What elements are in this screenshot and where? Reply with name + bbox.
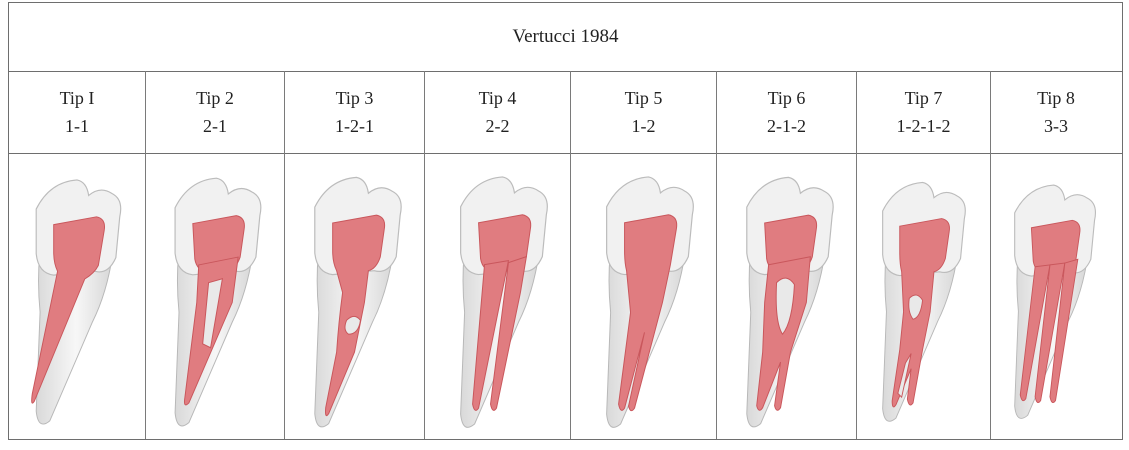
tooth-illustration <box>285 153 424 439</box>
type-code: 1-2-1-2 <box>897 112 951 140</box>
tooth-cell-2 <box>145 153 284 439</box>
type-header-3: Tip 31-2-1 <box>284 71 424 153</box>
type-code: 2-1 <box>203 112 227 140</box>
type-name: Tip 8 <box>1037 84 1075 112</box>
type-code: 1-1 <box>65 112 89 140</box>
tooth-illustration <box>425 153 570 439</box>
tooth-cell-8 <box>990 153 1121 439</box>
type-name: Tip 7 <box>905 84 943 112</box>
type-name: Tip I <box>60 84 95 112</box>
tooth-illustration <box>991 153 1121 439</box>
tooth-illustration <box>717 153 856 439</box>
type-header-4: Tip 42-2 <box>424 71 570 153</box>
tooth-cell-7 <box>856 153 990 439</box>
type-header-7: Tip 71-2-1-2 <box>856 71 990 153</box>
tooth-illustration <box>9 153 145 439</box>
tooth-cell-3 <box>284 153 424 439</box>
tooth-cell-5 <box>570 153 716 439</box>
type-name: Tip 6 <box>768 84 806 112</box>
type-code: 1-2 <box>632 112 656 140</box>
type-name: Tip 4 <box>479 84 517 112</box>
tooth-cell-1 <box>9 153 145 439</box>
type-name: Tip 3 <box>336 84 374 112</box>
type-name: Tip 5 <box>625 84 663 112</box>
tooth-illustration <box>857 153 990 439</box>
tooth-illustration <box>571 153 716 439</box>
vertucci-table: Vertucci 1984 Tip I1-1Tip 22-1Tip 31-2-1… <box>8 2 1123 440</box>
type-header-6: Tip 62-1-2 <box>716 71 856 153</box>
tooth-illustration <box>146 153 284 439</box>
type-header-1: Tip I1-1 <box>9 71 145 153</box>
type-header-8: Tip 83-3 <box>990 71 1121 153</box>
type-code: 2-2 <box>486 112 510 140</box>
type-code: 3-3 <box>1044 112 1068 140</box>
tooth-illustration-row <box>9 153 1122 439</box>
type-name: Tip 2 <box>196 84 234 112</box>
type-code: 1-2-1 <box>335 112 374 140</box>
type-code: 2-1-2 <box>767 112 806 140</box>
header-row: Tip I1-1Tip 22-1Tip 31-2-1Tip 42-2Tip 51… <box>9 71 1122 154</box>
tooth-cell-6 <box>716 153 856 439</box>
type-header-5: Tip 51-2 <box>570 71 716 153</box>
tooth-cell-4 <box>424 153 570 439</box>
type-header-2: Tip 22-1 <box>145 71 284 153</box>
table-title: Vertucci 1984 <box>9 3 1122 72</box>
